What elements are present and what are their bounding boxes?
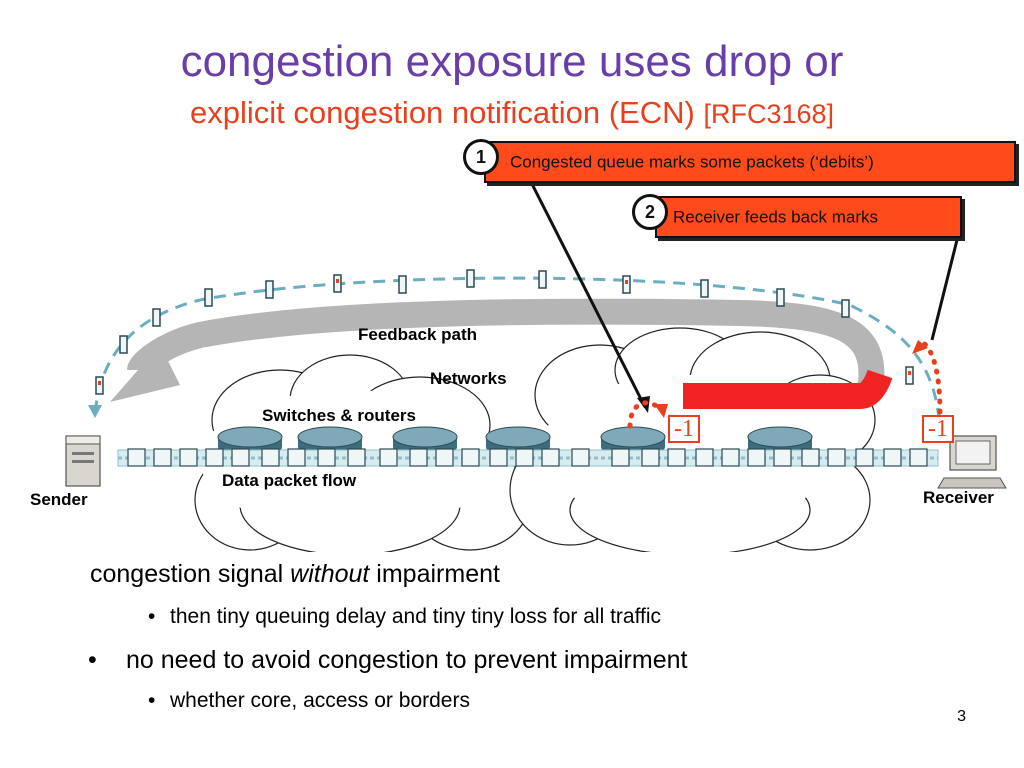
bullet-dot: • xyxy=(88,646,97,674)
bullet-sub-1: • then tiny queuing delay and tiny tiny l… xyxy=(148,605,661,629)
bullet-main-post: impairment xyxy=(369,560,500,588)
data-packet xyxy=(287,448,306,467)
data-packet xyxy=(261,448,280,467)
bullet-point-2-text: no need to avoid congestion to prevent i… xyxy=(126,646,688,674)
data-packet xyxy=(801,448,820,467)
data-packet xyxy=(667,448,686,467)
feedback-packets xyxy=(95,269,914,395)
queue-mark-label: -1 xyxy=(668,415,700,443)
data-packet xyxy=(747,448,766,467)
bullet-sub-2-text: whether core, access or borders xyxy=(170,689,470,712)
sender-label: Sender xyxy=(30,490,88,509)
data-packet xyxy=(179,448,198,467)
data-packet xyxy=(153,448,172,467)
data-packet xyxy=(721,448,740,467)
mark-arrow-head-queue xyxy=(654,404,668,418)
bullet-dot: • xyxy=(148,689,156,712)
receiver-label: Receiver xyxy=(923,488,994,507)
data-packet xyxy=(541,448,560,467)
data-packet xyxy=(611,448,630,467)
slide-subtitle: explicit congestion notification (ECN) [… xyxy=(0,97,1024,128)
switches-routers-label: Switches & routers xyxy=(262,406,416,425)
slide-title: congestion exposure uses drop or xyxy=(180,37,844,86)
data-flow-label: Data packet flow xyxy=(222,471,357,490)
callout-1-badge: 1 xyxy=(463,139,499,175)
bullet-sub-1-text: then tiny queuing delay and tiny tiny lo… xyxy=(170,605,662,628)
data-packet xyxy=(489,448,508,467)
data-packet xyxy=(317,448,336,467)
dashed-feedback-route xyxy=(93,276,942,441)
page-number: 3 xyxy=(957,708,966,725)
data-packet xyxy=(515,448,534,467)
bullet-main-emphasis: without xyxy=(290,560,370,588)
data-packet xyxy=(461,448,480,467)
sender-computer-icon xyxy=(65,435,101,487)
data-packet xyxy=(379,448,398,467)
mark-arrow-head-receiver xyxy=(912,340,928,354)
bullet-main: congestion signal without impairment xyxy=(90,560,500,589)
receiver-mark-label: -1 xyxy=(922,415,954,443)
data-packet xyxy=(641,448,660,467)
data-packet xyxy=(409,448,428,467)
data-packet xyxy=(347,448,366,467)
feedback-path-arrow xyxy=(127,298,885,393)
bullet-main-pre: congestion signal xyxy=(90,560,291,588)
callout-box-2: Receiver feeds back marks xyxy=(655,196,962,238)
callout-1-pointer xyxy=(528,179,647,408)
callout-2-text: Receiver feeds back marks xyxy=(673,207,879,227)
bullet-sub-2: • whether core, access or borders xyxy=(148,689,470,713)
bullet-point-2: • no need to avoid congestion to prevent … xyxy=(88,646,687,675)
data-packet xyxy=(855,448,874,467)
data-packet xyxy=(571,448,590,467)
callout-2-pointer xyxy=(930,235,960,341)
feedback-arrow-head xyxy=(110,345,180,402)
dashed-arrow-head xyxy=(88,405,102,418)
feedback-path-label: Feedback path xyxy=(358,325,478,344)
data-packet xyxy=(883,448,902,467)
callout-1-text: Congested queue marks some packets (‘deb… xyxy=(510,152,874,172)
marked-feedback-packets xyxy=(98,279,911,385)
mark-dotted-arrow-receiver xyxy=(919,339,943,415)
data-packet xyxy=(205,448,224,467)
data-packet xyxy=(827,448,846,467)
data-packet xyxy=(435,448,454,467)
data-packet xyxy=(231,448,250,467)
data-packets xyxy=(127,448,928,467)
subtitle-text: explicit congestion notification (ECN) xyxy=(189,95,695,130)
data-packet xyxy=(695,448,714,467)
data-packet xyxy=(909,448,928,467)
receiver-computer-icon xyxy=(937,435,1007,489)
data-packet xyxy=(773,448,792,467)
marked-flow-segment xyxy=(683,369,893,409)
subtitle-reference: [RFC3168] xyxy=(703,99,835,129)
networks-label: Networks xyxy=(430,369,507,388)
callout-2-badge: 2 xyxy=(632,194,668,230)
bullet-dot: • xyxy=(148,605,156,628)
callout-box-1: Congested queue marks some packets (‘deb… xyxy=(484,141,1016,183)
data-packet xyxy=(127,448,146,467)
